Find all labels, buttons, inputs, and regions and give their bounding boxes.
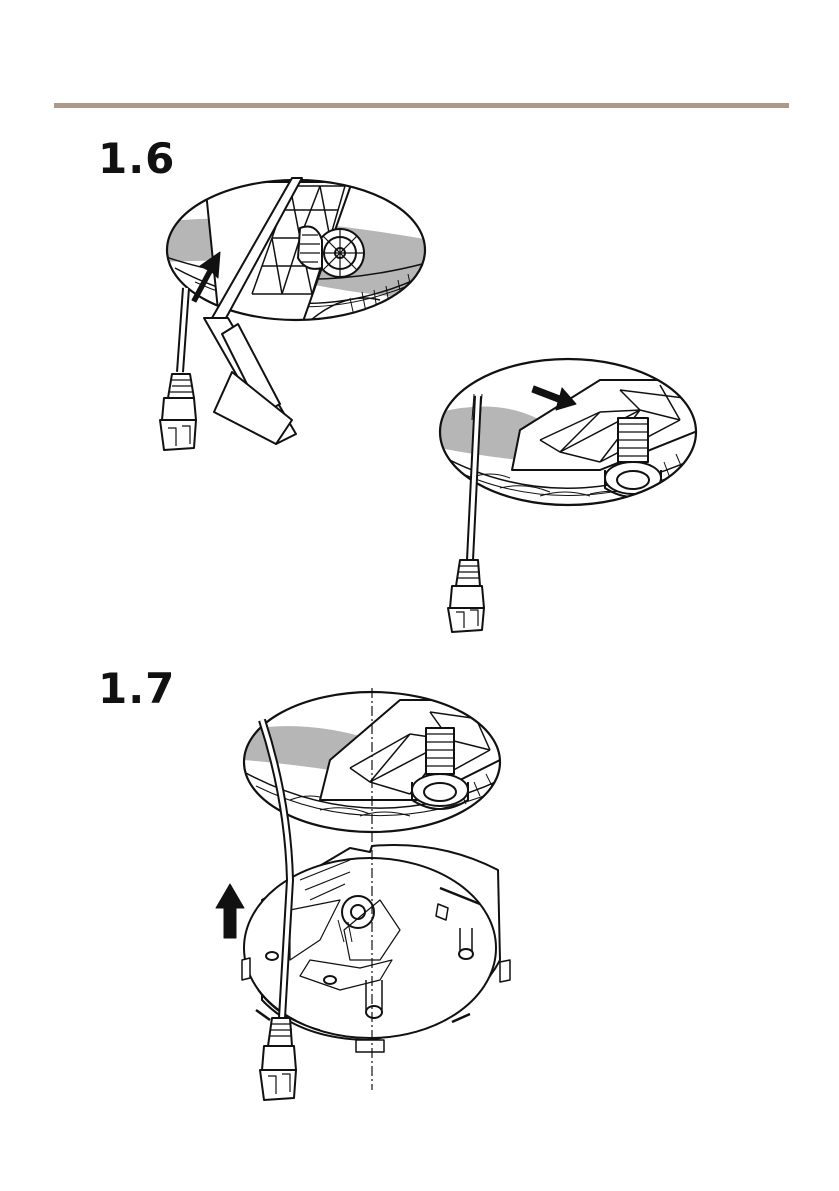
illustration-cable-seated: [430, 355, 710, 632]
illustration-attach-bracket: [216, 688, 510, 1100]
illustration-route-cable: [160, 178, 430, 450]
